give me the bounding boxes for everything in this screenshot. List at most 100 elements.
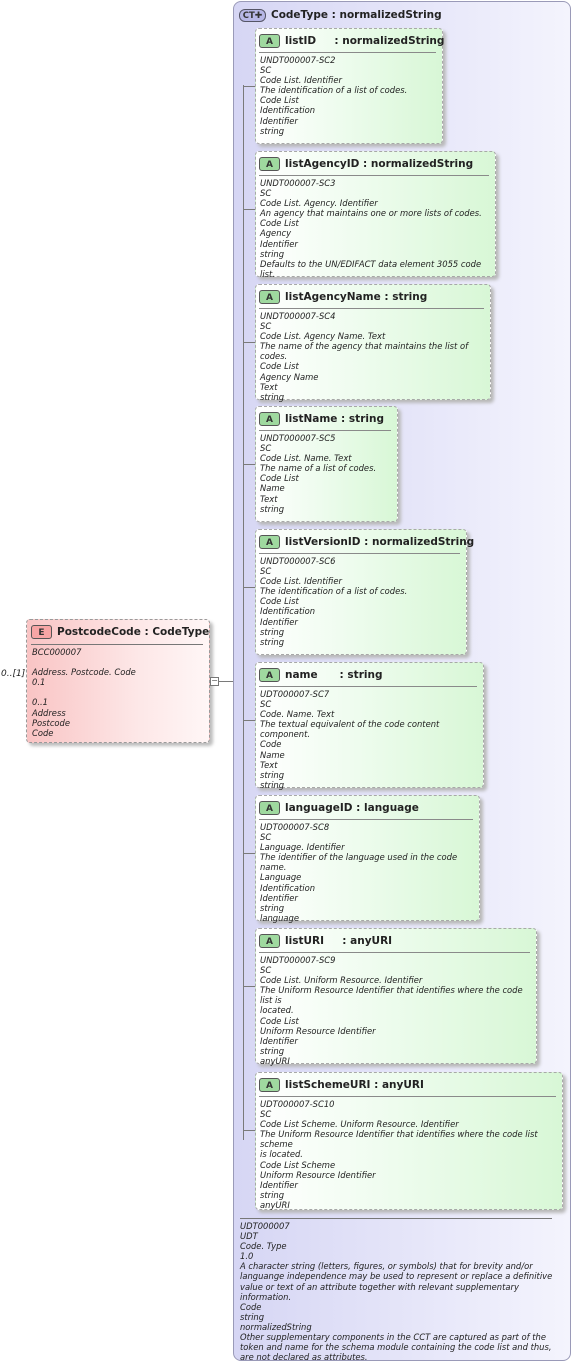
attribute-annotation-line: The identification of a list of codes. [260,586,408,597]
attribute-badge: A [259,411,280,426]
attribute-connector-line [243,209,255,210]
attribute-annotation-line: UNDT000007-SC2 [260,55,336,65]
attribute-type: string [392,290,428,303]
connector-line [219,681,244,682]
multiplicity-label: 0..[1] [1,669,26,679]
attribute-annotation-line: UDT000007-SC10 [260,1099,335,1109]
attribute-name: listAgencyID [285,157,360,170]
attribute-trunk-line [243,85,244,1140]
element-divider [31,644,203,645]
attribute-annotation-line: Code List [260,473,299,484]
complex-type-annotation-line: string [240,1311,265,1322]
attribute-annotation-line: UDT000007-SC7 [260,689,330,699]
collapse-toggle[interactable]: − [210,676,219,686]
attribute-annotation-line: Defaults to the UN/EDIFACT data element … [260,258,482,279]
complex-type-annotation-line: Other supplementary components in the CC… [240,1332,546,1343]
attribute-annotation-line: UNDT000007-SC5 [260,433,336,443]
attribute-connector-line [243,1130,255,1131]
attribute-annotation-line: string [260,1045,285,1056]
complex-type-name: CodeType [271,9,328,21]
attribute-annotation-line: SC [260,188,272,199]
attribute-type: normalizedString [372,535,475,548]
attribute-badge: A [259,289,280,304]
attribute-annotation-line: is located. [260,1149,303,1160]
element-name: PostcodeCode [57,626,141,638]
attribute-annotation-line: Code List Scheme. Uniform Resource. Iden… [260,1119,459,1130]
element-line: 0.1 [32,677,46,688]
attribute-connector-line [243,853,255,854]
attribute-annotation-line: Identifier [260,1035,298,1046]
attribute-annotation-line: The Uniform Resource Identifier that ide… [260,985,523,1006]
attribute-badge: A [259,33,280,48]
complex-type-badge: CT✚ [239,8,266,22]
attribute-annotation-line: Code List [260,218,299,229]
complex-type-annotation-line: languange independence may be used to re… [240,1271,553,1282]
attribute-type: normalizedString [342,34,445,47]
attribute-annotation-line: UNDT000007-SC6 [260,556,336,566]
attribute-annotation-line: Identifier [260,115,298,126]
attribute-annotation-line: UNDT000007-SC4 [260,311,336,321]
attribute-type: anyURI [350,934,393,947]
attribute-connector-line [243,86,255,87]
attribute-annotation-line: Code List Scheme [260,1159,336,1170]
attribute-annotation-line: SC [260,1109,272,1120]
attribute-annotation-line: Identifier [260,238,298,249]
attribute-type: normalizedString [370,157,474,170]
attribute-annotation-line: string [260,779,285,790]
attribute-annotation-line: An agency that maintains one or more lis… [260,208,482,219]
attribute-name: listID [285,34,317,47]
attribute-connector-line [243,587,255,588]
attribute-type-separator: : [324,934,351,947]
attribute-annotation-line: Code List [260,95,299,106]
attribute-annotation-line: The Uniform Resource Identifier that ide… [260,1129,538,1150]
attribute-annotation-line: Code. Name. Text [260,709,335,720]
attribute-annotation-line: SC [260,699,272,710]
complex-type-annotation-line: Code [240,1301,262,1312]
attribute-badge: A [259,800,280,815]
attribute-connector-line [243,986,255,987]
attribute-annotation-line: Agency [260,228,292,239]
attribute-annotation-line: string [260,125,285,136]
complex-type-annotation-line: 1.0 [240,1251,254,1262]
attribute-annotation-line: UNDT000007-SC3 [260,178,336,188]
attribute-annotation-line: The identifier of the language used in t… [260,852,458,873]
element-line: 0..1 [32,697,48,708]
element-postcodecode[interactable]: E PostcodeCode : CodeType BCC000007 Addr… [26,619,210,743]
attribute-badge: A [259,933,280,948]
attribute-annotation-line: Name [260,483,285,494]
attribute-annotation-line: Uniform Resource Identifier [260,1025,376,1036]
attribute-annotation-line: SC [260,65,272,76]
attribute-annotation-line: SC [260,443,272,454]
attribute-annotation-line: Code List [260,361,299,372]
attribute-name: listSchemeURI [285,1078,371,1091]
attribute-type-separator: : [352,801,365,814]
element-line [32,687,136,697]
complex-type-annotation-line: A character string (letters, figures, or… [240,1261,533,1272]
element-type-separator: : [140,626,153,638]
attribute-divider [259,52,436,53]
attribute-connector-line [243,342,255,343]
attribute-annotation-line: SC [260,965,272,976]
attribute-type: anyURI [381,1078,424,1091]
attribute-type-separator: : [370,1078,382,1091]
attribute-annotation-line: Identifier [260,616,298,627]
